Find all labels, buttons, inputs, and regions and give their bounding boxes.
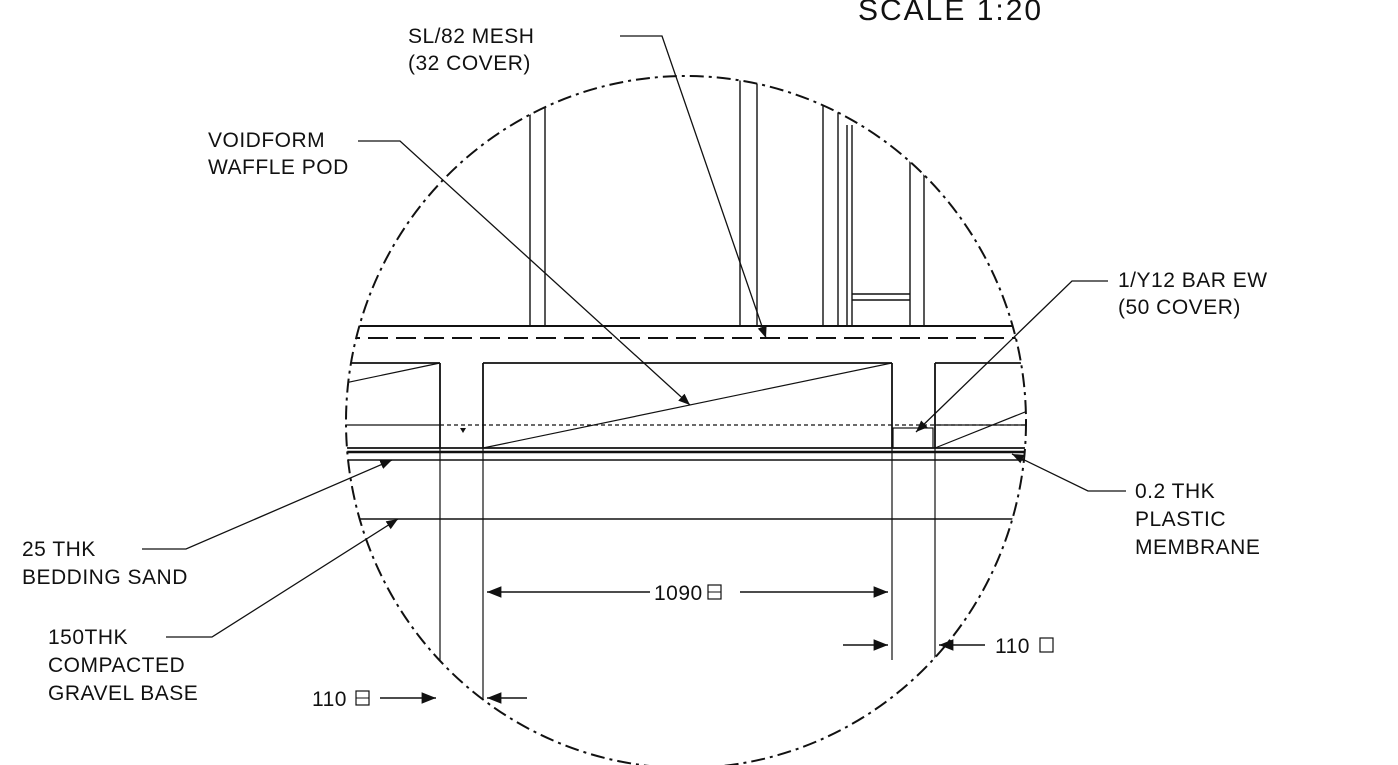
svg-text:0.2 THK: 0.2 THK	[1135, 480, 1215, 503]
svg-text:25 THK: 25 THK	[22, 538, 96, 561]
svg-text:BEDDING SAND: BEDDING SAND	[22, 566, 188, 589]
callout-y12-bar: 1/Y12 BAR EW (50 COVER)	[915, 269, 1268, 433]
bar-chair	[460, 428, 466, 433]
detail-circle	[345, 75, 1027, 765]
dimension-pod-width: 1090	[487, 582, 888, 605]
wall-framing	[529, 76, 925, 326]
dim-110-left-text: 110	[312, 688, 347, 711]
svg-text:SL/82 MESH: SL/82 MESH	[408, 25, 534, 48]
svg-text:GRAVEL BASE: GRAVEL BASE	[48, 682, 198, 705]
svg-text:MEMBRANE: MEMBRANE	[1135, 536, 1260, 559]
svg-text:COMPACTED: COMPACTED	[48, 654, 185, 677]
svg-text:WAFFLE POD: WAFFLE POD	[208, 156, 349, 179]
rib-bar-detail	[892, 427, 934, 449]
dim-110-right-text: 110	[995, 635, 1030, 658]
scale-label: SCALE 1:20	[858, 0, 1043, 27]
dimension-rib-right: 110	[843, 635, 1054, 658]
callout-plastic-membrane: 0.2 THK PLASTIC MEMBRANE	[1011, 453, 1260, 559]
callout-voidform: VOIDFORM WAFFLE POD	[208, 129, 691, 406]
extension-lines	[439, 448, 936, 710]
svg-text:PLASTIC: PLASTIC	[1135, 508, 1226, 531]
section-geometry	[346, 76, 1026, 710]
callout-bedding-sand: 25 THK BEDDING SAND	[22, 459, 393, 589]
callout-gravel-base: 150THK COMPACTED GRAVEL BASE	[48, 518, 399, 705]
callout-sl82-mesh: SL/82 MESH (32 COVER)	[408, 25, 767, 339]
svg-text:VOIDFORM: VOIDFORM	[208, 129, 325, 152]
dim-1090-text: 1090	[654, 582, 703, 605]
svg-text:150THK: 150THK	[48, 626, 128, 649]
svg-text:(50 COVER): (50 COVER)	[1118, 296, 1241, 319]
dimension-rib-left: 110	[312, 688, 527, 711]
pods-and-ribs	[346, 362, 1026, 449]
svg-text:(32 COVER): (32 COVER)	[408, 52, 531, 75]
svg-text:1/Y12 BAR EW: 1/Y12 BAR EW	[1118, 269, 1268, 292]
